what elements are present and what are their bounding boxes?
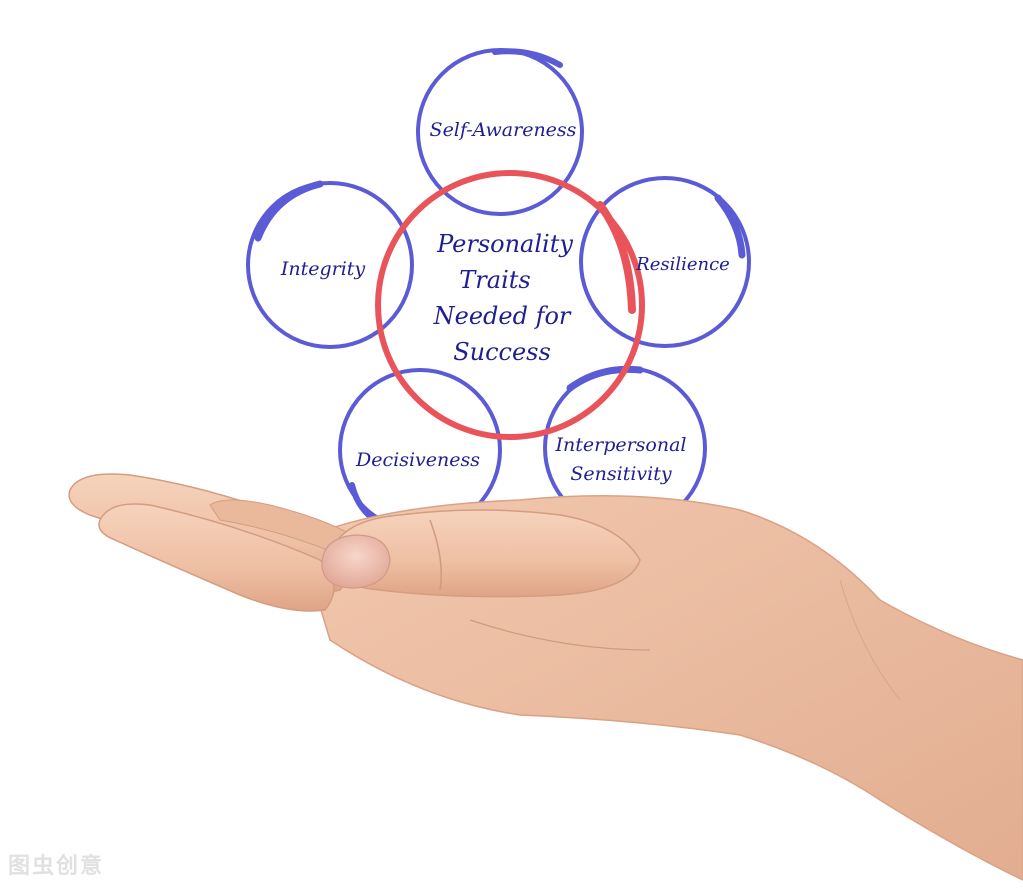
watermark-text: 图虫创意 — [8, 854, 105, 879]
trait-circle-resilience — [579, 176, 751, 348]
trait-label-decisiveness: Decisiveness — [355, 449, 480, 471]
trait-label-interpersonal: Interpersonal — [554, 434, 686, 456]
center-line-4: Success — [453, 338, 551, 366]
center-line-3: Needed for — [433, 302, 572, 330]
center-line-2: Traits — [459, 266, 530, 294]
trait-label-sensitivity: Sensitivity — [570, 463, 671, 485]
center-line-1: Personality — [436, 230, 573, 258]
trait-circle-integrity — [246, 181, 414, 349]
trait-label-integrity: Integrity — [280, 258, 366, 280]
trait-label-self-awareness: Self-Awareness — [430, 119, 577, 141]
center-ring — [375, 170, 645, 440]
trait-labels: Self-Awareness Integrity Resilience Deci… — [280, 119, 730, 485]
hand-illustration — [68, 473, 1023, 881]
center-label: Personality Traits Needed for Success — [433, 230, 574, 366]
trait-label-resilience: Resilience — [635, 254, 730, 275]
